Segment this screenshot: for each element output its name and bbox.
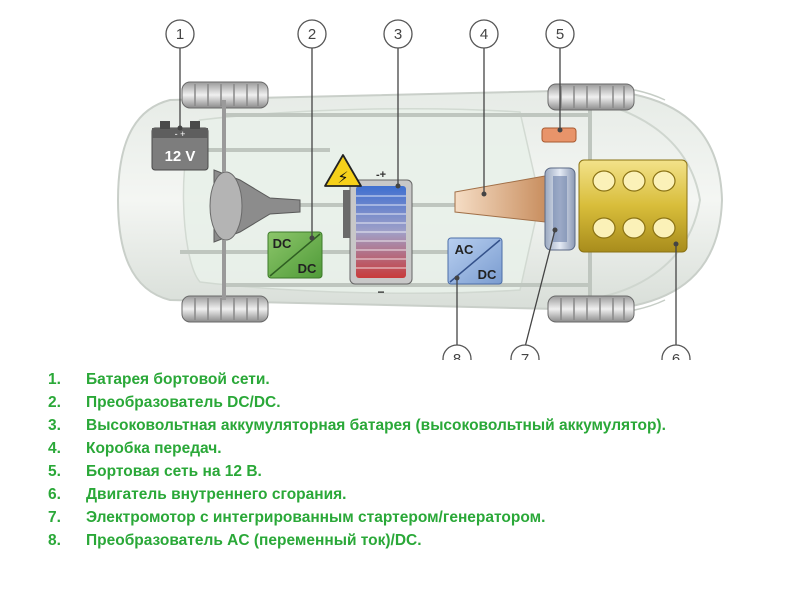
legend-item: 8. Преобразователь AC (переменный ток)/DC… [48, 529, 768, 552]
legend-item: 3. Высоковольтная аккумуляторная батарея … [48, 414, 768, 437]
high-voltage-warning-icon: ⚡ [324, 154, 362, 187]
wheel-rear-right [181, 295, 269, 323]
legend-item: 4. Коробка передач. [48, 437, 768, 460]
leader-dots [177, 125, 679, 281]
legend-item: 1. Батарея бортовой сети. [48, 368, 768, 391]
hv-battery-minus: − [377, 285, 384, 299]
legend-item: 6. Двигатель внутреннего сгорания. [48, 483, 768, 506]
electric-motor [544, 167, 576, 251]
wheel-front-left [547, 83, 635, 111]
callout-4-num: 4 [480, 26, 488, 43]
legend-item: 7. Электромотор с интегрированным стартер… [48, 506, 768, 529]
callout-3: 3 [383, 19, 413, 49]
wheel-front-right [547, 295, 635, 323]
callout-1: 1 [165, 19, 195, 49]
legend-item-number: 7. [48, 509, 61, 526]
legend-item-number: 1. [48, 371, 61, 388]
legend-item-text: Батарея бортовой сети. [86, 371, 270, 388]
high-voltage-battery: -+ − [343, 169, 413, 299]
legend-item-number: 4. [48, 440, 61, 457]
dcdc-label-bottom: DC [298, 261, 317, 276]
callout-8-num: 8 [453, 351, 461, 360]
legend-item-number: 2. [48, 394, 61, 411]
legend-item-text: Коробка передач. [86, 440, 222, 457]
callout-1-num: 1 [176, 26, 184, 43]
dcdc-label-top: DC [273, 236, 292, 251]
callout-3-num: 3 [394, 26, 402, 43]
acdc-label-bottom: DC [478, 267, 497, 282]
legend-item-text: Высоковольтная аккумуляторная батарея (в… [86, 417, 666, 434]
callout-7: 7 [510, 344, 540, 360]
hybrid-car-diagram: - + 12 V DC DC -+ − ⚡ [116, 19, 724, 360]
callout-5: 5 [545, 19, 575, 49]
callout-5-num: 5 [556, 26, 564, 43]
leader-lines [179, 48, 677, 348]
legend-item: 2. Преобразователь DC/DC. [48, 391, 768, 414]
hv-battery-terminals: -+ [376, 169, 386, 181]
callout-6: 6 [661, 344, 691, 360]
callout-8: 8 [442, 344, 472, 360]
dcdc-converter: DC DC [267, 231, 323, 279]
rear-differential [209, 100, 301, 300]
callout-6-num: 6 [672, 351, 680, 360]
legend-item-text: Электромотор с интегрированным стартером… [86, 509, 546, 526]
legend-item-text: Бортовая сеть на 12 В. [86, 463, 262, 480]
legend-list: 1. Батарея бортовой сети. 2. Преобразовате… [48, 368, 768, 552]
warning-bolt: ⚡ [337, 168, 348, 187]
legend-item-text: Преобразователь AC (переменный ток)/DC. [86, 532, 422, 549]
battery-12v-label: 12 V [165, 148, 196, 165]
legend-item-number: 3. [48, 417, 61, 434]
battery-12v-terminals: - + [175, 129, 186, 139]
callout-7-num: 7 [521, 351, 529, 360]
legend-item-text: Преобразователь DC/DC. [86, 394, 281, 411]
legend-item-text: Двигатель внутреннего сгорания. [86, 486, 347, 503]
legend-item-number: 6. [48, 486, 61, 503]
acdc-converter: AC DC [447, 237, 503, 285]
legend-item: 5. Бортовая сеть на 12 В. [48, 460, 768, 483]
callout-4: 4 [469, 19, 499, 49]
acdc-label-top: AC [455, 242, 474, 257]
legend-item-number: 8. [48, 532, 61, 549]
battery-12v: - + 12 V [151, 121, 209, 171]
combustion-engine [578, 159, 688, 253]
legend-item-number: 5. [48, 463, 61, 480]
callout-2-num: 2 [308, 26, 316, 43]
callout-2: 2 [297, 19, 327, 49]
